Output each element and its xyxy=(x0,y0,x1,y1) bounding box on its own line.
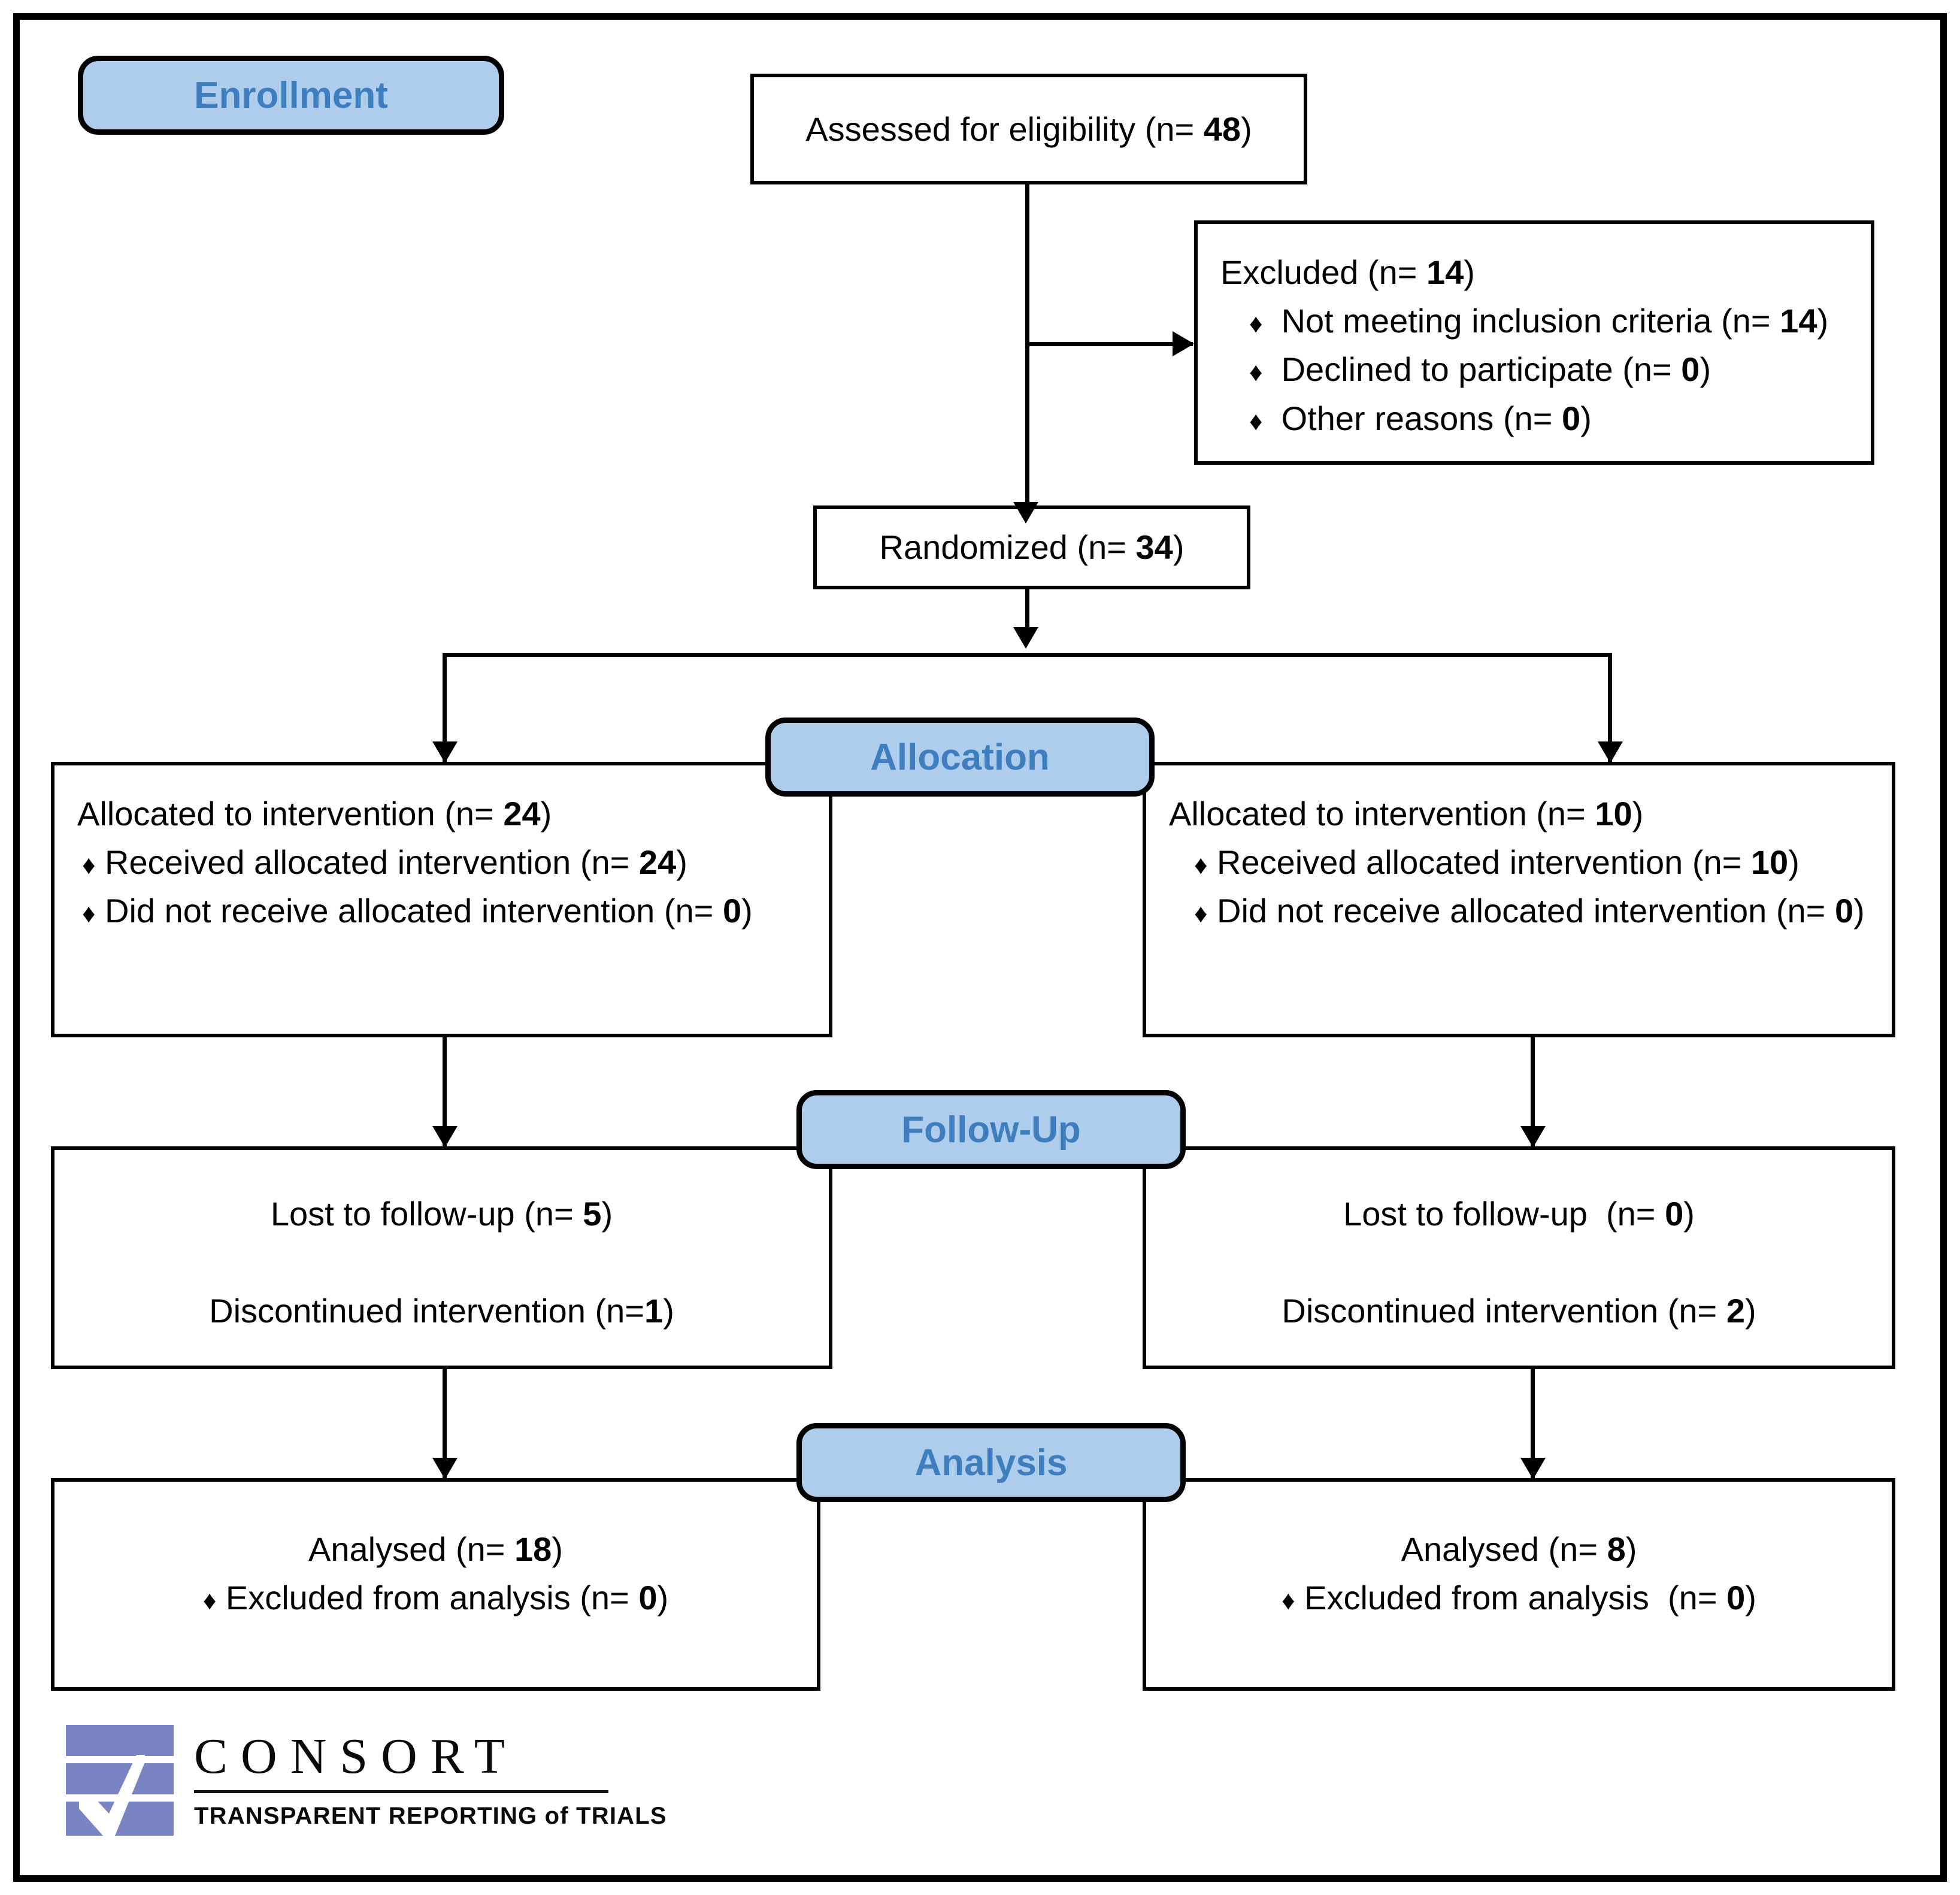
allocation-right-bullet: ♦ Received allocated intervention (n= 10… xyxy=(1194,843,1800,882)
connector-to-excluded xyxy=(1025,342,1193,346)
stage-label-allocation-text: Allocation xyxy=(870,736,1050,778)
node-analysis-right: Analysed (n= 8) ♦ Excluded from analysis… xyxy=(1143,1478,1895,1691)
allocation-left-bullet: ♦ Did not receive allocated intervention… xyxy=(82,892,753,930)
node-assessed-for-eligibility: Assessed for eligibility (n= 48) xyxy=(750,74,1307,184)
arrowhead-into-right-allocation xyxy=(1598,741,1623,763)
logo-divider xyxy=(194,1790,608,1793)
connector-left-followup-to-analysis xyxy=(443,1369,447,1478)
connector-right-followup-to-analysis xyxy=(1531,1369,1535,1478)
node-followup-right: Lost to follow-up (n= 0) Discontinued in… xyxy=(1143,1146,1895,1369)
followup-left-line-1: Lost to follow-up (n= 5) xyxy=(270,1195,613,1233)
consort-tagline: TRANSPARENT REPORTING of TRIALS xyxy=(194,1802,667,1829)
diagram-frame xyxy=(13,13,1947,1882)
excluded-bullet: ♦ Declined to participate (n= 0) xyxy=(1249,350,1711,389)
analysis-right-heading: Analysed (n= 8) xyxy=(1401,1530,1637,1568)
stage-label-analysis: Analysis xyxy=(796,1423,1186,1502)
stage-label-followup-text: Follow-Up xyxy=(901,1109,1081,1151)
excluded-bullet: ♦ Not meeting inclusion criteria (n= 14) xyxy=(1249,302,1829,340)
node-analysis-left: Analysed (n= 18) ♦ Excluded from analysi… xyxy=(51,1478,820,1691)
followup-right-line-2: Discontinued intervention (n= 2) xyxy=(1282,1292,1756,1330)
node-excluded: Excluded (n= 14) ♦ Not meeting inclusion… xyxy=(1194,220,1874,465)
split-bar-allocation xyxy=(443,653,1612,657)
allocation-left-bullet: ♦ Received allocated intervention (n= 24… xyxy=(82,843,687,882)
randomized-text: Randomized (n= 34) xyxy=(879,528,1185,567)
arrowhead-into-split-bar xyxy=(1013,627,1038,649)
consort-logo-mark-icon xyxy=(66,1725,174,1836)
stage-label-enrollment: Enrollment xyxy=(78,56,504,135)
followup-right-spacer xyxy=(1169,1238,1869,1286)
connector-left-allocation-to-followup xyxy=(443,1037,447,1146)
stage-label-allocation: Allocation xyxy=(765,718,1155,797)
allocation-right-bullet: ♦ Did not receive allocated intervention… xyxy=(1194,892,1865,930)
stage-label-followup: Follow-Up xyxy=(796,1090,1186,1169)
node-followup-left: Lost to follow-up (n= 5) Discontinued in… xyxy=(51,1146,832,1369)
stage-label-analysis-text: Analysis xyxy=(914,1442,1068,1484)
connector-split-to-right-allocation xyxy=(1608,653,1612,762)
connector-split-to-left-allocation xyxy=(443,653,447,762)
analysis-left-heading: Analysed (n= 18) xyxy=(308,1530,563,1568)
consort-logo: CONSORT TRANSPARENT REPORTING of TRIALS xyxy=(66,1725,667,1836)
connector-randomized-down xyxy=(1025,589,1029,628)
arrowhead-into-left-followup xyxy=(432,1126,458,1148)
connector-right-allocation-to-followup xyxy=(1531,1037,1535,1146)
consort-wordmark: CONSORT xyxy=(194,1728,519,1784)
arrowhead-into-left-analysis xyxy=(432,1458,458,1479)
analysis-right-bullet: ♦ Excluded from analysis (n= 0) xyxy=(1282,1579,1756,1617)
node-allocation-left: Allocated to intervention (n= 24) ♦ Rece… xyxy=(51,762,832,1037)
excluded-heading: Excluded (n= 14) xyxy=(1220,253,1475,291)
allocation-right-heading: Allocated to intervention (n= 10) xyxy=(1169,795,1644,833)
logo-bar xyxy=(66,1763,174,1794)
followup-left-line-2: Discontinued intervention (n=1) xyxy=(209,1292,674,1330)
arrowhead-into-excluded xyxy=(1173,331,1194,356)
arrowhead-into-right-analysis xyxy=(1520,1458,1546,1479)
allocation-left-heading: Allocated to intervention (n= 24) xyxy=(77,795,552,833)
arrowhead-into-randomized xyxy=(1013,502,1038,523)
analysis-left-bullet: ♦ Excluded from analysis (n= 0) xyxy=(202,1579,669,1617)
consort-logo-text: CONSORT TRANSPARENT REPORTING of TRIALS xyxy=(194,1731,667,1830)
connector-assessed-to-randomized xyxy=(1025,184,1029,513)
node-allocation-right: Allocated to intervention (n= 10) ♦ Rece… xyxy=(1143,762,1895,1037)
excluded-bullet: ♦ Other reasons (n= 0) xyxy=(1249,399,1592,437)
arrowhead-into-right-followup xyxy=(1520,1126,1546,1148)
arrowhead-into-left-allocation xyxy=(432,741,458,763)
checkmark-icon xyxy=(79,1755,145,1836)
followup-right-line-1: Lost to follow-up (n= 0) xyxy=(1343,1195,1695,1233)
stage-label-enrollment-text: Enrollment xyxy=(194,74,388,116)
followup-left-spacer xyxy=(77,1238,806,1286)
logo-bar xyxy=(66,1725,174,1756)
assessed-text: Assessed for eligibility (n= 48) xyxy=(805,110,1252,148)
